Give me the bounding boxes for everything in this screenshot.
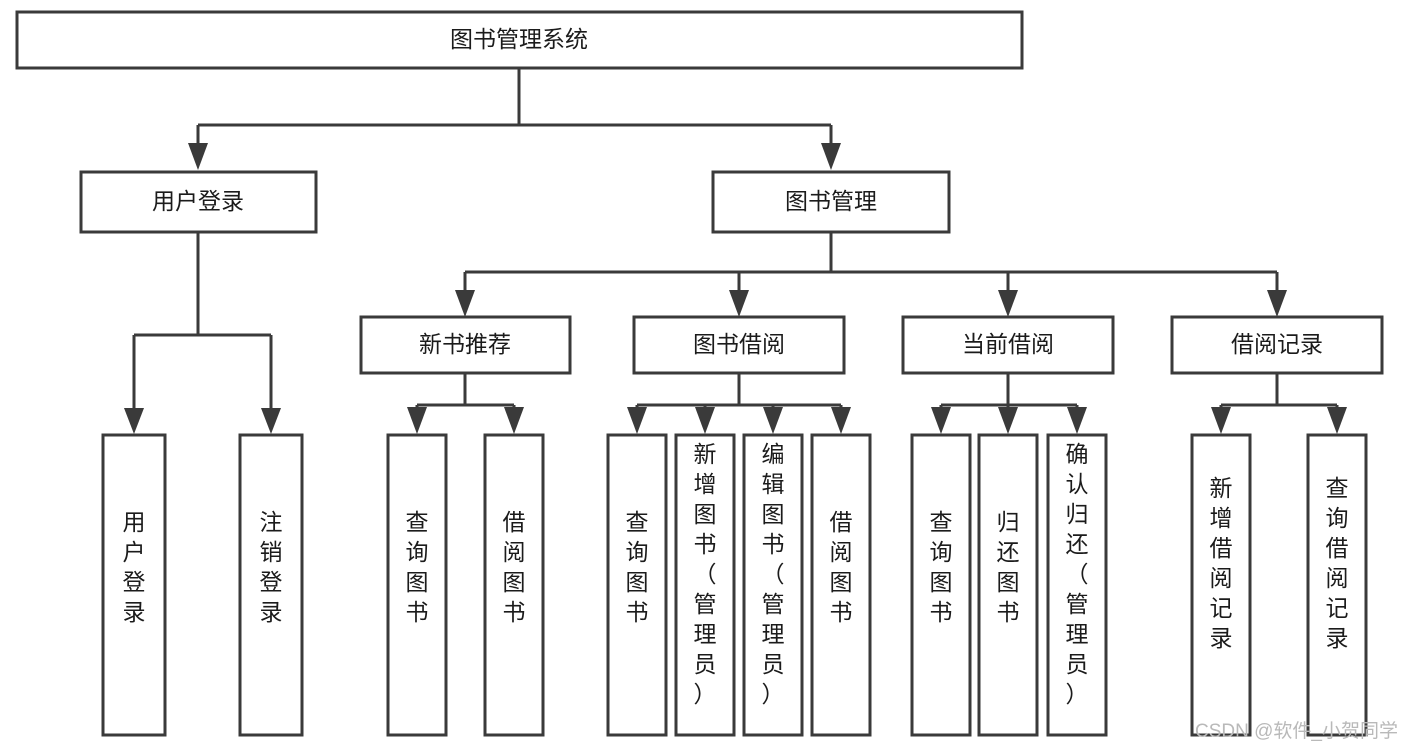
node-root[interactable]: 图书管理系统: [15, 10, 1024, 70]
arrow-head-leaf-logout: [261, 408, 281, 434]
node-leaf-edit-book-box[interactable]: [742, 433, 804, 737]
connector-layer: [124, 68, 1347, 434]
node-leaf-query-book-1-box[interactable]: [386, 433, 448, 737]
node-leaf-query-record[interactable]: 查询借阅记录: [1306, 433, 1368, 737]
arrow-head-current-borrow: [998, 290, 1018, 317]
node-leaf-borrow-book-1-label: 借阅图书: [503, 509, 526, 625]
arrow-head-leaf-add-record: [1211, 407, 1231, 434]
node-new-book-rec[interactable]: 新书推荐: [359, 315, 572, 375]
node-leaf-borrow-book-1[interactable]: 借阅图书: [483, 433, 545, 737]
node-leaf-query-book-1-label: 查询图书: [406, 509, 429, 625]
node-leaf-add-book[interactable]: 新增图书（管理员）: [674, 433, 736, 737]
arrow-head-leaf-borrow-book-2: [831, 407, 851, 434]
arrow-head-leaf-query-book-2: [627, 407, 647, 434]
node-leaf-logout-label: 注销登录: [260, 509, 283, 625]
node-root-label: 图书管理系统: [450, 26, 588, 52]
arrow-head-book-manage: [821, 143, 841, 170]
node-leaf-logout-box[interactable]: [238, 433, 304, 737]
node-leaf-return-book-label: 归还图书: [997, 509, 1020, 625]
node-book-borrow-label: 图书借阅: [693, 331, 785, 357]
arrow-head-book-borrow: [729, 290, 749, 317]
arrow-head-new-book-rec: [455, 290, 475, 317]
node-leaf-add-record-label: 新增借阅记录: [1210, 475, 1233, 651]
csdn-watermark: CSDN @软件_小贺同学: [1195, 720, 1398, 742]
node-book-borrow[interactable]: 图书借阅: [632, 315, 846, 375]
node-leaf-query-book-3-box[interactable]: [910, 433, 972, 737]
node-leaf-user-login-box[interactable]: [101, 433, 167, 737]
node-leaf-query-book-3[interactable]: 查询图书: [910, 433, 972, 737]
arrow-head-leaf-confirm-return: [1067, 407, 1087, 434]
node-leaf-query-book-3-label: 查询图书: [930, 509, 953, 625]
arrow-head-leaf-query-book-1: [407, 407, 427, 434]
arrow-head-leaf-user-login: [124, 408, 144, 434]
node-leaf-user-login[interactable]: 用户登录: [101, 433, 167, 737]
node-current-borrow[interactable]: 当前借阅: [901, 315, 1115, 375]
node-new-book-rec-box[interactable]: [359, 315, 572, 375]
node-leaf-borrow-book-2[interactable]: 借阅图书: [810, 433, 872, 737]
arrow-head-user-login: [188, 143, 208, 170]
node-leaf-confirm-return-label: 确认归还（管理员）: [1066, 441, 1089, 707]
node-leaf-borrow-book-1-box[interactable]: [483, 433, 545, 737]
node-book-borrow-box[interactable]: [632, 315, 846, 375]
node-book-manage-label: 图书管理: [785, 188, 877, 214]
arrow-head-leaf-return-book: [998, 407, 1018, 434]
node-leaf-query-book-2-box[interactable]: [606, 433, 668, 737]
node-leaf-borrow-book-2-label: 借阅图书: [830, 509, 853, 625]
node-leaf-query-book-2[interactable]: 查询图书: [606, 433, 668, 737]
node-borrow-record-box[interactable]: [1170, 315, 1384, 375]
arrow-head-leaf-edit-book: [763, 407, 783, 434]
node-leaf-query-record-label: 查询借阅记录: [1326, 475, 1349, 651]
node-new-book-rec-label: 新书推荐: [419, 331, 511, 357]
node-current-borrow-box[interactable]: [901, 315, 1115, 375]
arrow-head-leaf-query-book-3: [931, 407, 951, 434]
node-current-borrow-label: 当前借阅: [962, 331, 1054, 357]
node-user-login-label: 用户登录: [152, 188, 244, 214]
node-leaf-confirm-return[interactable]: 确认归还（管理员）: [1046, 433, 1108, 737]
node-borrow-record[interactable]: 借阅记录: [1170, 315, 1384, 375]
node-leaf-query-record-box[interactable]: [1306, 433, 1368, 737]
node-leaf-add-record-box[interactable]: [1190, 433, 1252, 737]
node-leaf-confirm-return-box[interactable]: [1046, 433, 1108, 737]
node-book-manage[interactable]: 图书管理: [711, 170, 951, 234]
node-leaf-borrow-book-2-box[interactable]: [810, 433, 872, 737]
node-leaf-user-login-label: 用户登录: [123, 509, 146, 625]
node-leaf-edit-book[interactable]: 编辑图书（管理员）: [742, 433, 804, 737]
arrow-head-leaf-add-book: [695, 407, 715, 434]
arrow-head-leaf-borrow-book-1: [504, 407, 524, 434]
node-leaf-query-book-2-label: 查询图书: [626, 509, 649, 625]
node-leaf-query-book-1[interactable]: 查询图书: [386, 433, 448, 737]
node-leaf-add-book-box[interactable]: [674, 433, 736, 737]
node-borrow-record-label: 借阅记录: [1231, 331, 1323, 357]
arrow-head-borrow-record: [1267, 290, 1287, 317]
node-leaf-logout[interactable]: 注销登录: [238, 433, 304, 737]
node-leaf-return-book-box[interactable]: [977, 433, 1039, 737]
node-root-box[interactable]: [15, 10, 1024, 70]
node-leaf-add-book-label: 新增图书（管理员）: [694, 441, 717, 707]
node-user-login-box[interactable]: [79, 170, 318, 234]
node-leaf-add-record[interactable]: 新增借阅记录: [1190, 433, 1252, 737]
node-leaf-return-book[interactable]: 归还图书: [977, 433, 1039, 737]
node-book-manage-box[interactable]: [711, 170, 951, 234]
node-user-login[interactable]: 用户登录: [79, 170, 318, 234]
arrow-head-leaf-query-record: [1327, 407, 1347, 434]
node-leaf-edit-book-label: 编辑图书（管理员）: [762, 441, 785, 707]
